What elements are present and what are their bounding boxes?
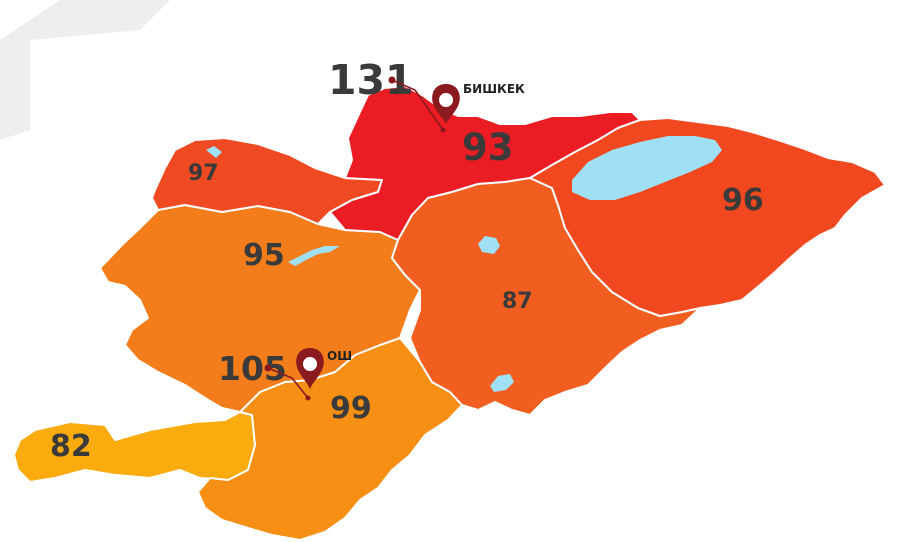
lake-chatyr-kul [490,374,514,392]
background-shape [0,0,170,140]
lake-talas-small [206,146,222,158]
leader-dot [264,364,272,372]
city-marker-bishkek[interactable]: 131 БИШКЕК [328,56,525,133]
lake-issyk-kul [572,136,722,200]
region-value-chui: 93 [462,126,514,169]
location-dot [440,127,446,133]
city-name-osh: ОШ [327,349,352,363]
region-value-jalal-abad: 95 [243,238,285,273]
leader-line [391,79,444,131]
lake-toktogul [288,246,340,266]
map-pin-icon [432,84,460,124]
location-dot [305,395,311,401]
city-value-bishkek: 131 [328,56,414,104]
lake-son-kul [478,236,500,254]
region-value-osh: 99 [330,391,372,426]
leader-dot [388,76,396,84]
leader-line [267,367,309,399]
region-value-batken: 82 [50,429,92,464]
region-value-talas: 97 [188,161,219,186]
city-name-bishkek: БИШКЕК [463,82,525,96]
region-value-issyk-kul: 96 [722,183,764,218]
city-value-osh: 105 [218,349,287,388]
region-value-naryn: 87 [502,289,533,314]
map-pin-icon [296,348,324,390]
city-marker-osh[interactable]: 105 ОШ [218,348,352,401]
